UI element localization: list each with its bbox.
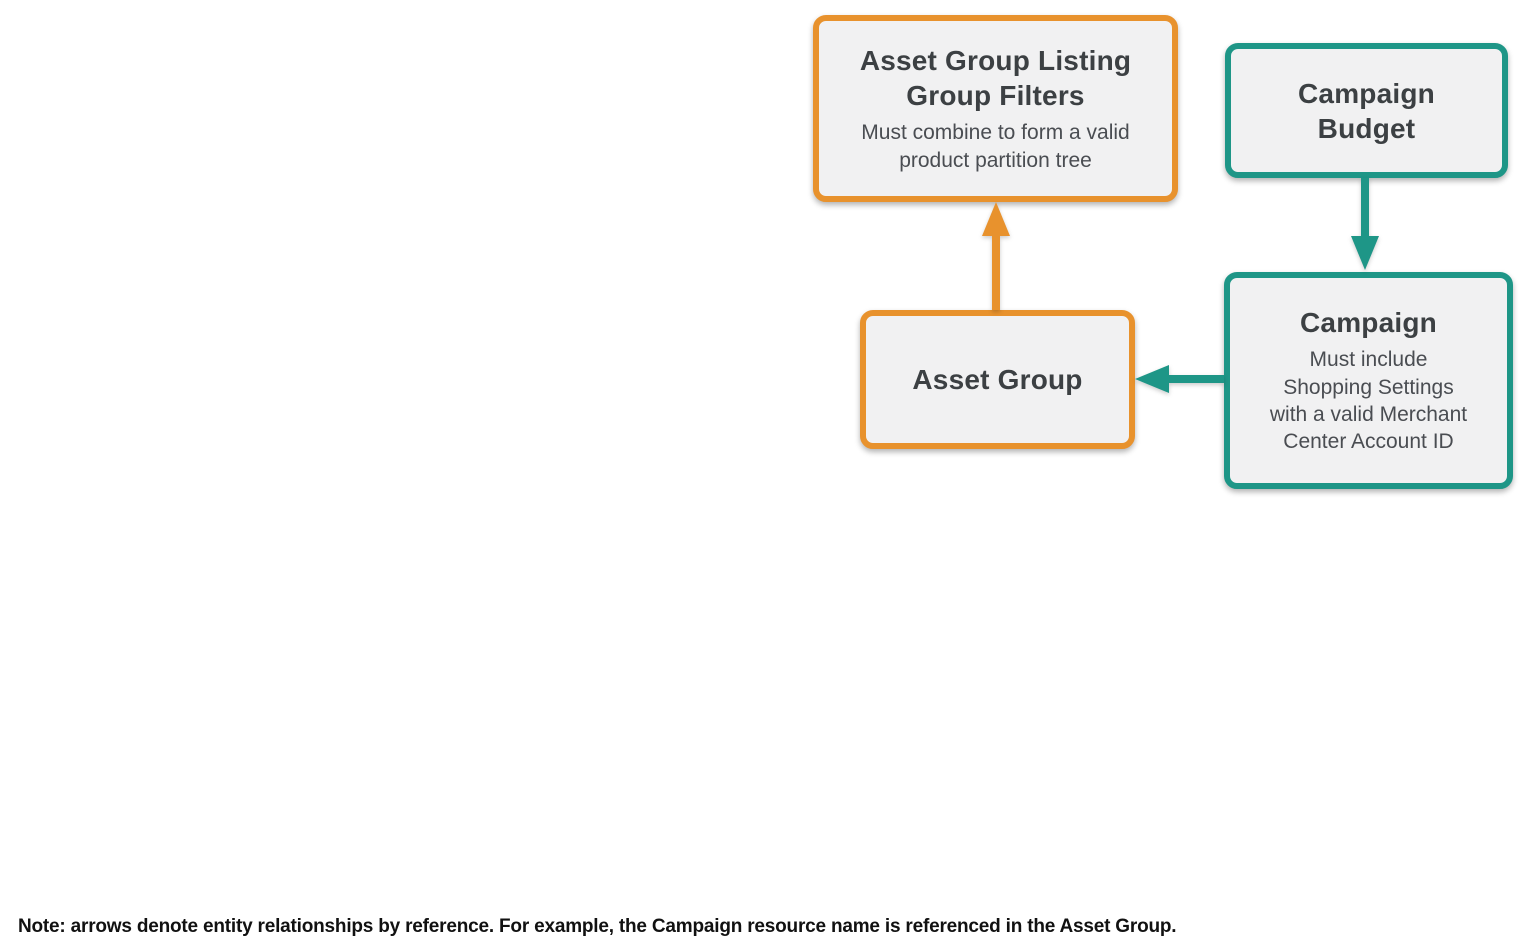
node-campaign-budget: Campaign Budget	[1225, 43, 1508, 178]
node-title-campaign-budget: Campaign Budget	[1298, 77, 1435, 144]
arrow-asset-group-to-listing-group-filters-icon	[982, 202, 1010, 310]
node-subtitle-asset-group-listing-group-filters: Must combine to form a valid product par…	[861, 121, 1130, 172]
node-title-asset-group-listing-group-filters: Asset Group Listing Group Filters	[859, 45, 1132, 112]
node-asset-group: Asset Group	[860, 310, 1135, 449]
node-title-campaign: Campaign	[1300, 307, 1437, 339]
diagram-note: Note: arrows denote entity relationships…	[18, 916, 1177, 937]
arrow-campaign-budget-to-campaign-icon	[1351, 178, 1379, 270]
node-title-asset-group: Asset Group	[912, 364, 1083, 395]
arrow-head-left-icon	[1135, 365, 1169, 393]
arrow-campaign-to-asset-group-icon	[1135, 365, 1224, 393]
node-asset-group-listing-group-filters: Asset Group Listing Group Filters Must c…	[813, 15, 1178, 202]
arrow-head-down-icon	[1351, 236, 1379, 270]
node-campaign: Campaign Must include Shopping Settings …	[1224, 272, 1513, 489]
node-subtitle-campaign: Must include Shopping Settings with a va…	[1269, 348, 1468, 454]
arrow-head-up-icon	[982, 202, 1010, 236]
